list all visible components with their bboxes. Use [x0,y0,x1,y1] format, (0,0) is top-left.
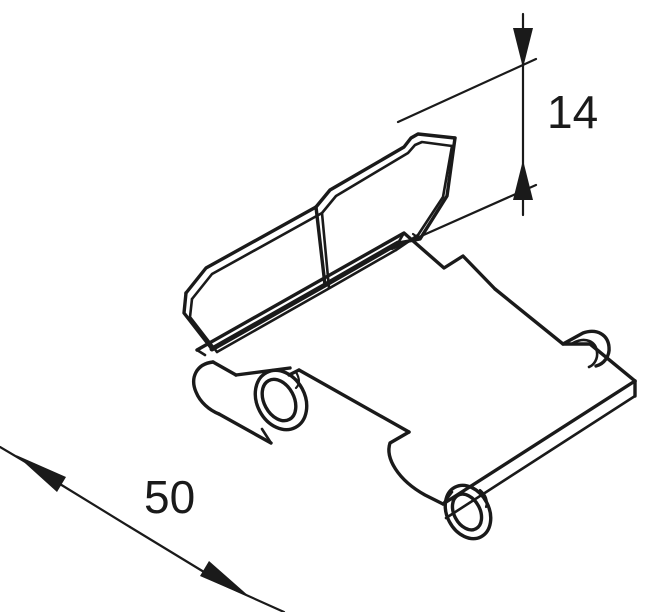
plate-left-near-edge [211,360,238,377]
upstanding-tab [182,132,457,354]
plate-near-right-edge-thickness [444,394,637,520]
knuckle-bottom-tangent [441,490,454,506]
tab-left-chamfer-inner [188,297,219,354]
knuckle-mid-bore-ellipse [260,377,298,423]
knuckle-bottom-seam [478,488,488,509]
dim-50-value: 50 [144,471,195,523]
tab-fold-line-a [314,205,327,287]
tab-top-far-edge [184,132,457,295]
knuckle-left-roll-lower [217,412,273,445]
plate-tab-junction-line [396,231,406,245]
knuckle-bottom-bore-ellipse [450,492,484,532]
plate-near-edge-relief [387,430,445,506]
base-plate [195,231,637,520]
dim-14-value: 14 [547,86,598,138]
knuckle-bottom-outer-ellipse [443,483,493,541]
knuckle-right-outer [561,329,611,368]
part-geometry [182,132,637,541]
tab-fold-line-b [320,211,331,290]
dimension-14: 14 [390,12,598,251]
plate-left-edge [195,348,207,357]
hinge-knuckle-left [192,360,292,445]
knuckle-mid-seam [294,370,301,390]
knuckle-mid-outer-ellipse [253,368,309,432]
knuckle-right-inner [571,338,599,369]
plate-near-edge-left-run [297,368,411,434]
dim-14-extension-line-lower [390,183,538,251]
hinge-knuckle-right [561,329,611,369]
dim-14-extension-line-upper [396,57,538,124]
dim-50-arrowhead-lower [200,561,251,598]
knuckle-left-top-line [234,366,292,377]
tab-top-near-edge [190,140,454,301]
tab-left-chamfer-outer [182,291,214,351]
hinge-knuckle-bottom [441,483,493,541]
knuckle-left-roll-outer [192,360,221,416]
plate-right-edge-top [493,287,637,383]
dim-14-arrowhead-top [513,28,533,68]
plate-near-right-edge [441,379,637,506]
knuckle-mid-tangent-bottom [260,427,273,445]
hinge-knuckle-mid [253,368,309,445]
knuckle-mid-tangent-top [287,368,301,377]
dim-50-arrowhead-upper [16,455,66,492]
tab-bottom-edge-thickness [215,248,398,354]
plate-far-edge [195,231,497,352]
dim-50-line-upper-seg [53,479,132,529]
dimension-50: 50 [0,445,286,612]
dim-14-arrowhead-bottom [513,160,533,200]
